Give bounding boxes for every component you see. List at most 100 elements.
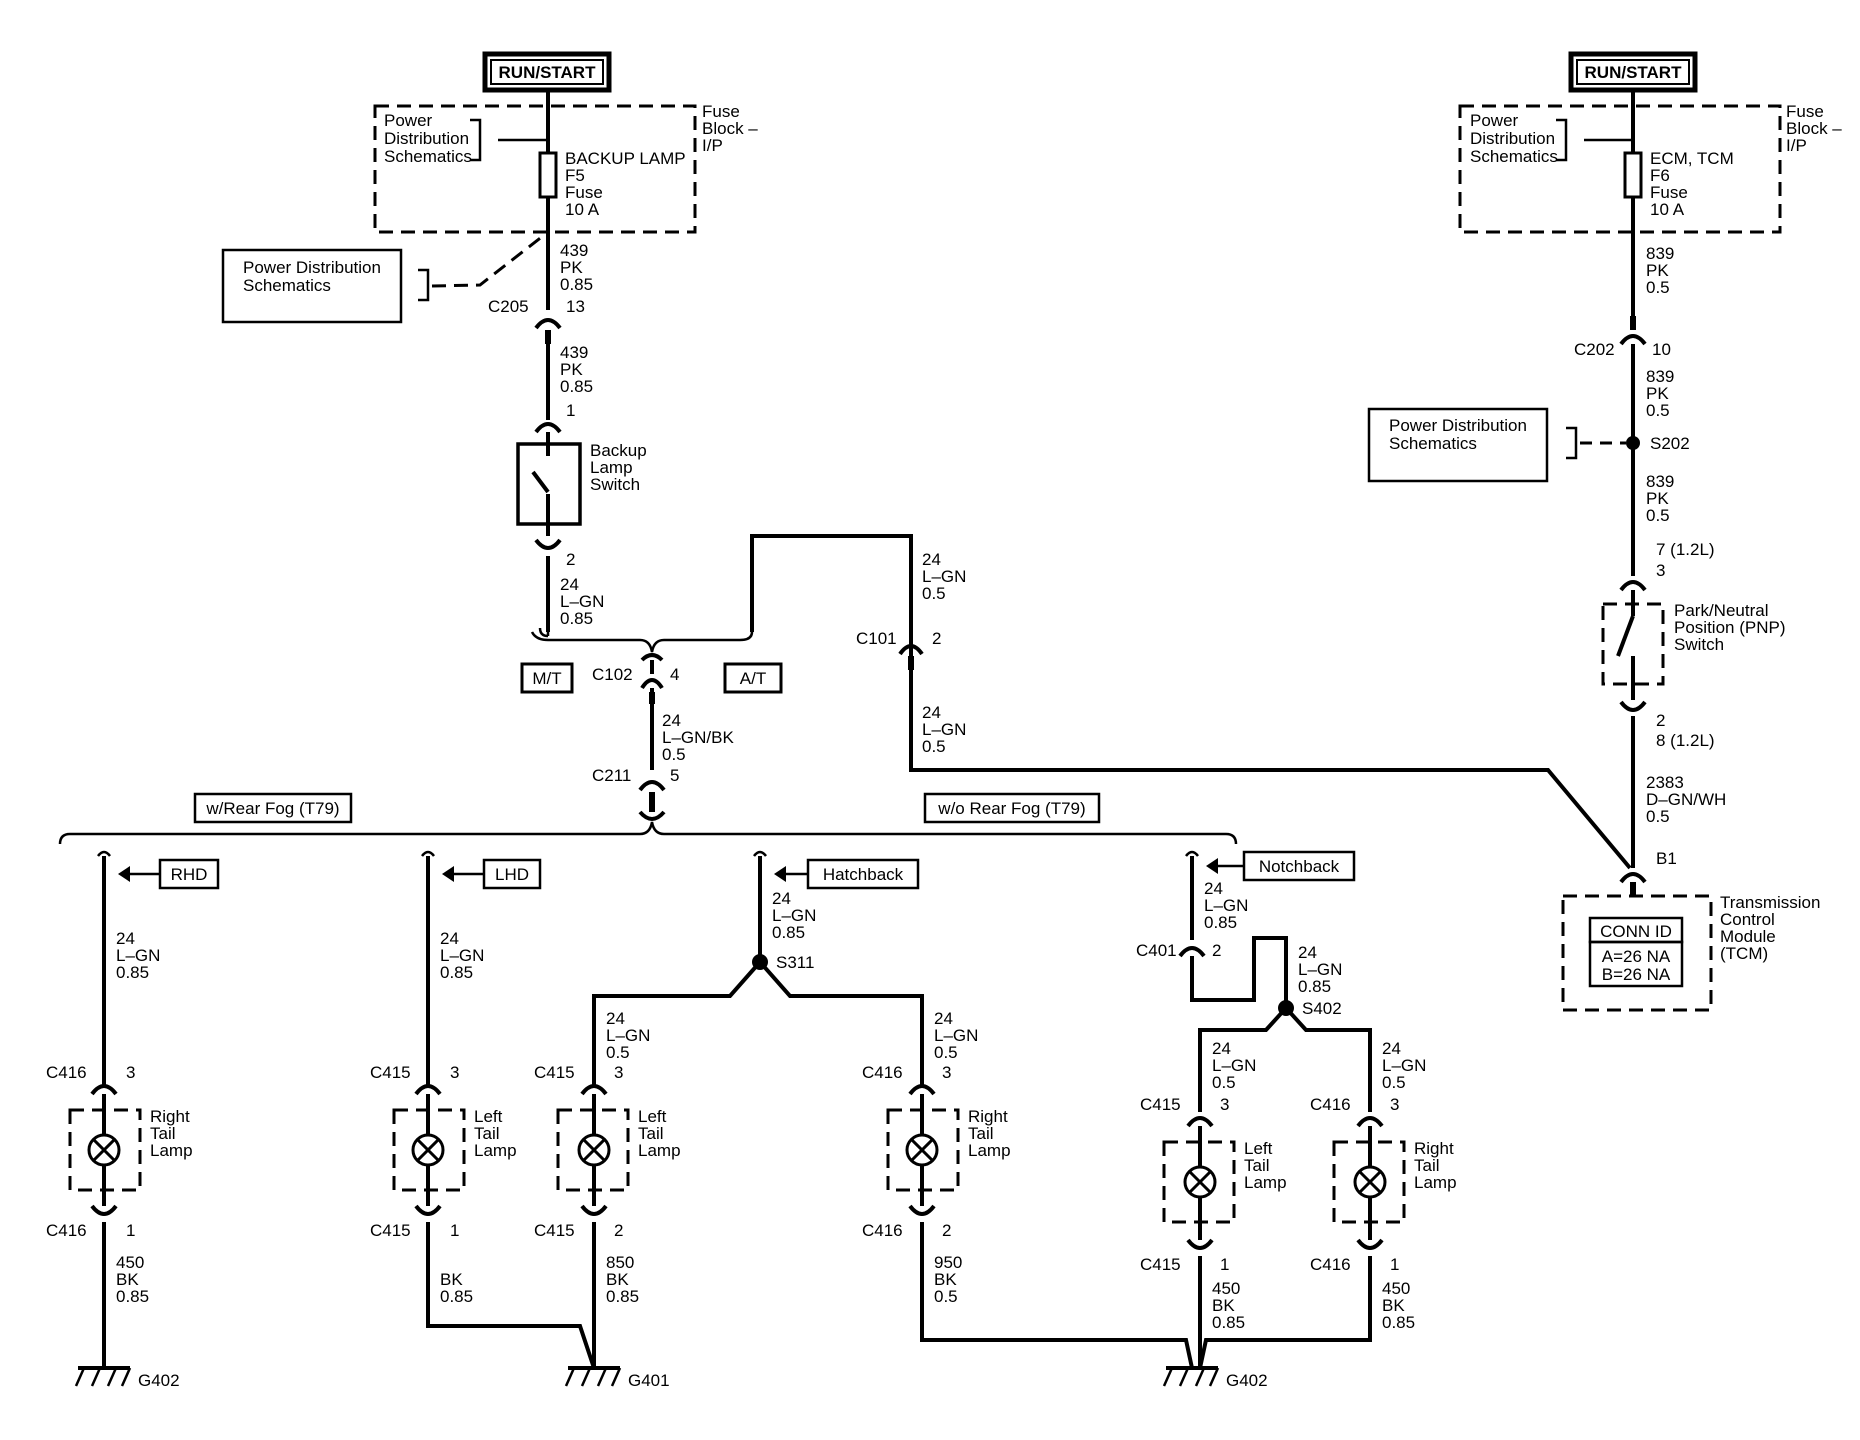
svg-text:Notchback: Notchback [1259,857,1340,876]
connector-c202: C202 [1574,340,1615,359]
svg-text:Tail: Tail [1244,1156,1270,1175]
svg-text:BK: BK [116,1270,139,1289]
pds-ref-box-right[interactable] [1367,407,1549,483]
svg-text:3: 3 [126,1063,135,1082]
svg-text:Schematics: Schematics [1389,434,1477,453]
svg-text:24: 24 [1298,943,1317,962]
svg-text:Power Distribution: Power Distribution [243,258,381,277]
right-fuse-amp: 10 A [1650,200,1685,219]
svg-text:3: 3 [614,1063,623,1082]
left-fuse-name: BACKUP LAMP [565,149,686,168]
svg-text:Lamp: Lamp [1414,1173,1457,1192]
svg-text:0.5: 0.5 [934,1287,958,1306]
svg-text:Tail: Tail [638,1124,664,1143]
svg-text:24: 24 [560,575,579,594]
right-power-box: RUN/START [1568,51,1698,93]
svg-text:I/P: I/P [1786,136,1807,155]
svg-text:Distribution: Distribution [384,129,469,148]
svg-text:C416: C416 [46,1063,87,1082]
option-rhd [158,858,220,890]
svg-text:450: 450 [116,1253,144,1272]
splice-s202 [1626,436,1640,450]
svg-text:0.85: 0.85 [560,275,593,294]
svg-text:(TCM): (TCM) [1720,944,1768,963]
ground-g402-left: G402 [74,1366,180,1390]
connector-c101: C101 [856,629,897,648]
right-fuse-name: ECM, TCM [1650,149,1734,168]
svg-text:L–GN: L–GN [934,1026,978,1045]
svg-text:0.5: 0.5 [1646,401,1670,420]
svg-text:Backup: Backup [590,441,647,460]
svg-text:C415: C415 [1140,1095,1181,1114]
svg-text:PK: PK [560,258,583,277]
svg-text:0.85: 0.85 [560,377,593,396]
svg-text:Tail: Tail [150,1124,176,1143]
svg-text:950: 950 [934,1253,962,1272]
svg-text:850: 850 [606,1253,634,1272]
svg-text:10: 10 [1652,340,1671,359]
svg-text:L–GN: L–GN [922,720,966,739]
svg-text:L–GN: L–GN [116,946,160,965]
svg-text:S402: S402 [1302,999,1342,1018]
svg-text:13: 13 [566,297,585,316]
svg-text:L–GN: L–GN [1298,960,1342,979]
pds-ref-box-left[interactable] [221,248,403,324]
svg-text:0.85: 0.85 [1204,913,1237,932]
ground-g401: G401 [564,1366,670,1390]
svg-text:439: 439 [560,241,588,260]
svg-text:2383: 2383 [1646,773,1684,792]
svg-text:BK: BK [1382,1296,1405,1315]
svg-text:24: 24 [116,929,135,948]
svg-text:C415: C415 [1140,1255,1181,1274]
svg-text:0.5: 0.5 [1646,807,1670,826]
svg-text:2: 2 [942,1221,951,1240]
svg-text:Power: Power [1470,111,1519,130]
right-fuse-block-outline [1458,104,1782,234]
svg-text:C416: C416 [1310,1255,1351,1274]
svg-text:Lamp: Lamp [638,1141,681,1160]
left-fuse-pds-text: Power Distribution Schematics [384,111,472,166]
svg-text:0.85: 0.85 [1298,977,1331,996]
svg-text:Block –: Block – [1786,119,1842,138]
svg-text:0.85: 0.85 [116,963,149,982]
svg-text:24: 24 [606,1009,625,1028]
svg-text:839: 839 [1646,244,1674,263]
svg-text:L–GN: L–GN [922,567,966,586]
svg-text:BK: BK [934,1270,957,1289]
svg-text:439: 439 [560,343,588,362]
svg-text:1: 1 [1390,1255,1399,1274]
svg-text:Switch: Switch [590,475,640,494]
svg-text:Fuse: Fuse [702,102,740,121]
svg-text:Lamp: Lamp [150,1141,193,1160]
svg-text:24: 24 [662,711,681,730]
right-fuse-id: F6 [1650,166,1670,185]
svg-text:8 (1.2L): 8 (1.2L) [1656,731,1715,750]
left-fuse-symbol [538,151,558,199]
svg-text:Schematics: Schematics [384,147,472,166]
svg-text:G402: G402 [138,1371,180,1390]
svg-text:Block –: Block – [702,119,758,138]
right-fuse-block-name: Fuse Block – I/P [1786,102,1842,155]
tcm-module[interactable] [1561,894,1713,1012]
svg-text:2: 2 [932,629,941,648]
right-fuse-symbol [1623,151,1643,199]
svg-text:24: 24 [922,550,941,569]
left-power-label: RUN/START [499,63,597,82]
svg-text:Module: Module [1720,927,1776,946]
svg-text:0.85: 0.85 [606,1287,639,1306]
backup-lamp-switch[interactable] [516,442,582,526]
svg-text:L–GN: L–GN [1204,896,1248,915]
svg-text:Power: Power [384,111,433,130]
svg-text:24: 24 [1382,1039,1401,1058]
svg-text:C415: C415 [534,1221,575,1240]
svg-text:RHD: RHD [171,865,208,884]
option-lhd [482,858,542,890]
svg-text:PK: PK [1646,384,1669,403]
svg-text:G401: G401 [628,1371,670,1390]
svg-text:C416: C416 [862,1063,903,1082]
option-mt [520,662,574,694]
connector-c102: C102 [592,665,633,684]
svg-text:LHD: LHD [495,865,529,884]
right-fuse-word: Fuse [1650,183,1688,202]
